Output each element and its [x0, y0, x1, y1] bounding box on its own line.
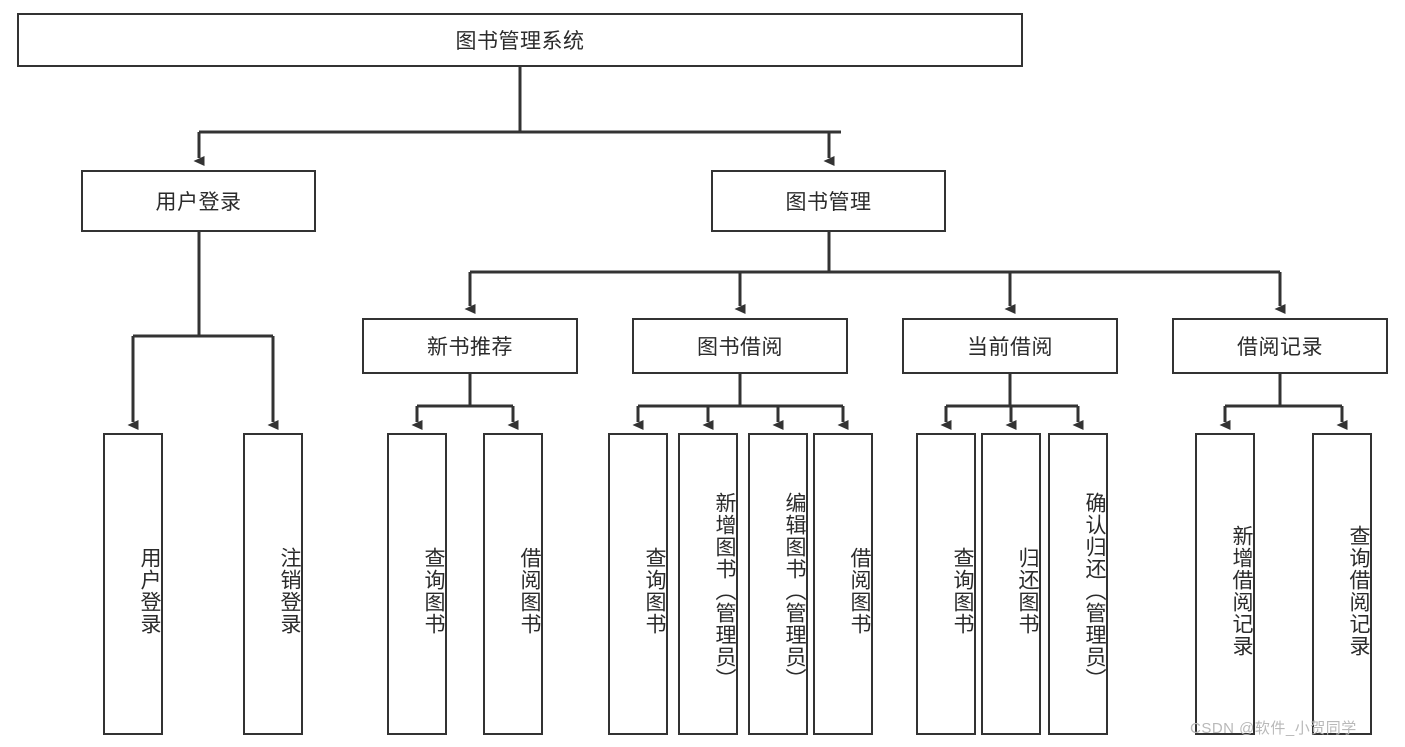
node-book-borrow[interactable]: 图书借阅 — [632, 318, 848, 374]
node-label: 查询借阅记录 — [1347, 525, 1370, 657]
node-label: 查询图书 — [422, 547, 445, 635]
leaf-logout[interactable]: 注销登录 — [243, 433, 303, 735]
node-label: 当前借阅 — [967, 336, 1053, 359]
leaf-query-books-borrow[interactable]: 查询图书 — [608, 433, 668, 735]
node-label: 用户登录 — [155, 191, 242, 214]
leaf-user-login[interactable]: 用户登录 — [103, 433, 163, 735]
node-new-book-recommend[interactable]: 新书推荐 — [362, 318, 578, 374]
node-label: 归还图书 — [1016, 547, 1039, 635]
node-book-management[interactable]: 图书管理 — [711, 170, 946, 232]
node-label: 注销登录 — [278, 547, 301, 635]
leaf-edit-book-admin[interactable]: 编辑图书（管理员） — [748, 433, 808, 735]
node-label: 用户登录 — [138, 547, 161, 635]
node-label: 新增借阅记录 — [1230, 525, 1253, 657]
node-label: 借阅图书 — [518, 547, 541, 635]
leaf-return-books[interactable]: 归还图书 — [981, 433, 1041, 735]
node-label: 编辑图书（管理员） — [783, 492, 806, 690]
node-label: 查询图书 — [643, 547, 666, 635]
leaf-add-book-admin[interactable]: 新增图书（管理员） — [678, 433, 738, 735]
node-borrow-record[interactable]: 借阅记录 — [1172, 318, 1388, 374]
leaf-borrow-books-borrow[interactable]: 借阅图书 — [813, 433, 873, 735]
node-label: 借阅记录 — [1237, 336, 1323, 359]
node-label: 图书管理系统 — [455, 30, 585, 53]
node-label: 图书管理 — [785, 191, 872, 214]
leaf-query-books-current[interactable]: 查询图书 — [916, 433, 976, 735]
node-label: 新书推荐 — [427, 336, 513, 359]
node-current-borrow[interactable]: 当前借阅 — [902, 318, 1118, 374]
watermark-csdn: CSDN @软件_小贺同学 — [1190, 720, 1357, 737]
node-label: 查询图书 — [951, 547, 974, 635]
leaf-borrow-books-recommend[interactable]: 借阅图书 — [483, 433, 543, 735]
node-label: 新增图书（管理员） — [713, 492, 736, 690]
leaf-query-borrow-record[interactable]: 查询借阅记录 — [1312, 433, 1372, 735]
node-root-book-management-system[interactable]: 图书管理系统 — [17, 13, 1023, 67]
leaf-confirm-return-admin[interactable]: 确认归还（管理员） — [1048, 433, 1108, 735]
leaf-add-borrow-record[interactable]: 新增借阅记录 — [1195, 433, 1255, 735]
leaf-query-books-recommend[interactable]: 查询图书 — [387, 433, 447, 735]
node-user-login[interactable]: 用户登录 — [81, 170, 316, 232]
node-label: 图书借阅 — [697, 336, 783, 359]
node-label: 借阅图书 — [848, 547, 871, 635]
node-label: 确认归还（管理员） — [1083, 492, 1106, 690]
